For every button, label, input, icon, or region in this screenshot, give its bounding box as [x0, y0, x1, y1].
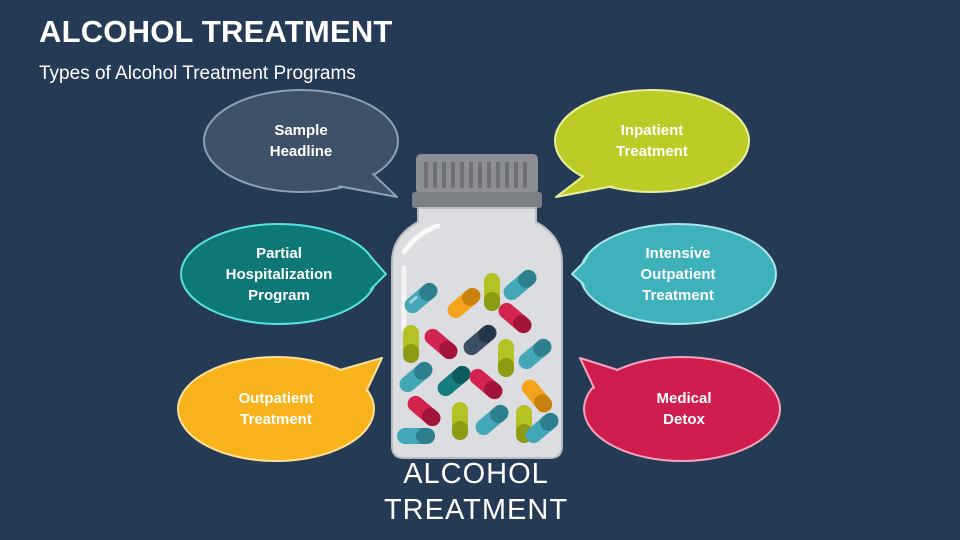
capsule — [424, 328, 458, 360]
capsule — [469, 368, 503, 400]
bubble-label-partial-hospitalization: Partial Hospitalization Program — [225, 245, 333, 304]
capsule — [525, 412, 559, 444]
capsule — [503, 269, 537, 301]
capsule — [463, 324, 497, 356]
capsule — [397, 428, 435, 444]
capsule — [452, 402, 468, 440]
bubble-sample-headline — [203, 89, 399, 198]
capsule — [498, 302, 532, 334]
bubble-outpatient-treatment — [177, 356, 383, 462]
bubble-label-intensive-outpatient: Intensive Outpatient Treatment — [640, 245, 716, 304]
capsule — [518, 338, 552, 370]
slide-subtitle: Types of Alcohol Treatment Programs — [39, 63, 356, 84]
bubble-label-medical-detox: Medical Detox — [656, 390, 712, 428]
capsule — [399, 361, 433, 393]
capsule — [498, 339, 514, 377]
bubble-label-outpatient-treatment: Outpatient Treatment — [238, 390, 314, 428]
capsule — [521, 379, 553, 413]
capsule — [404, 282, 438, 314]
capsule — [403, 325, 419, 363]
capsule — [407, 395, 441, 427]
bottle-caption: ALCOHOL TREATMENT — [383, 458, 569, 526]
bubble-partial-hospitalization — [180, 223, 387, 325]
bubble-label-sample-headline: Sample Headline — [269, 122, 333, 160]
capsule — [437, 365, 471, 397]
capsules — [397, 269, 559, 444]
capsule — [447, 287, 481, 319]
bubble-intensive-outpatient — [571, 223, 777, 325]
bubble-inpatient-treatment — [554, 89, 750, 198]
capsule — [475, 404, 509, 436]
bubble-label-inpatient-treatment: Inpatient Treatment — [616, 122, 688, 160]
slide-title: ALCOHOL TREATMENT — [39, 14, 393, 49]
capsule — [484, 273, 500, 311]
bubble-medical-detox — [579, 356, 781, 462]
